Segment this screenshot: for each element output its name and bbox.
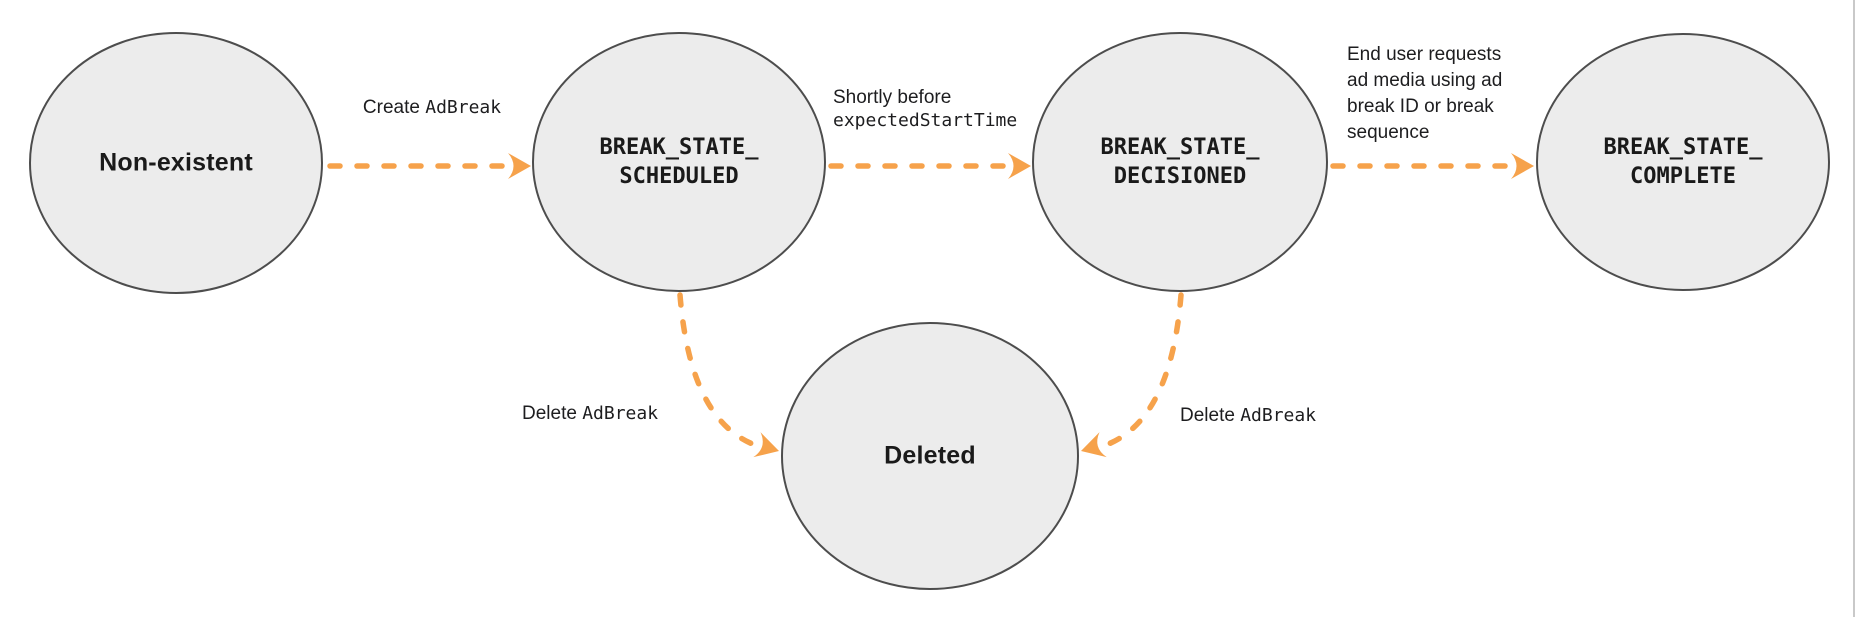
state-label-line: BREAK_STATE_ bbox=[1100, 135, 1260, 160]
state-label-non-existent: Non-existent bbox=[99, 148, 253, 177]
state-node-break-state-decisioned bbox=[1032, 32, 1328, 292]
state-node-non-existent bbox=[29, 32, 323, 294]
transition-label-code: AdBreak bbox=[1240, 405, 1317, 426]
transition-label-line: ad media using ad bbox=[1347, 70, 1503, 91]
state-label-break-state-scheduled: BREAK_STATE_ SCHEDULED bbox=[600, 133, 759, 191]
state-node-break-state-scheduled bbox=[532, 32, 826, 292]
transition-label-text: Delete bbox=[522, 403, 583, 424]
state-node-break-state-complete bbox=[1536, 33, 1830, 291]
page-right-edge-divider bbox=[1853, 0, 1855, 617]
edge-delete-right-curve bbox=[1103, 292, 1184, 448]
transition-label-shortly-before: Shortly before expectedStartTime bbox=[833, 86, 1017, 132]
transition-label-text: Create bbox=[362, 97, 426, 118]
transition-label-line: End user requests bbox=[1347, 44, 1502, 65]
transition-label-create-adbreak: Create AdBreak bbox=[363, 96, 501, 119]
state-label-break-state-complete: BREAK_STATE_ COMPLETE bbox=[1604, 133, 1763, 191]
transition-label-text: Delete bbox=[1180, 405, 1241, 426]
transition-label-code: AdBreak bbox=[582, 403, 659, 424]
edge-end-user-request-arrowhead-icon bbox=[1511, 153, 1534, 179]
state-node-deleted bbox=[781, 322, 1079, 590]
state-label-line: BREAK_STATE_ bbox=[1603, 135, 1763, 160]
transition-label-line: sequence bbox=[1347, 122, 1430, 143]
edge-shortly-before-arrowhead-icon bbox=[1008, 153, 1031, 179]
state-label-line: COMPLETE bbox=[1630, 164, 1736, 189]
transition-label-code: expectedStartTime bbox=[833, 110, 1018, 131]
edge-delete-right-arrowhead-icon bbox=[1081, 432, 1107, 458]
transition-label-delete-adbreak-right: Delete AdBreak bbox=[1180, 404, 1316, 427]
edge-delete-left-curve bbox=[677, 292, 758, 448]
edge-create-adbreak-arrowhead-icon bbox=[508, 153, 531, 179]
transition-label-line: break ID or break bbox=[1347, 96, 1494, 117]
state-label-break-state-decisioned: BREAK_STATE_ DECISIONED bbox=[1101, 133, 1260, 191]
state-label-deleted: Deleted bbox=[884, 441, 976, 470]
edge-delete-left-arrowhead-icon bbox=[753, 432, 779, 458]
transition-label-end-user-request: End user requests ad media using ad brea… bbox=[1347, 42, 1502, 146]
transition-label-text: Shortly before bbox=[833, 87, 952, 108]
state-label-line: SCHEDULED bbox=[619, 164, 739, 189]
transition-label-delete-adbreak-left: Delete AdBreak bbox=[522, 402, 658, 425]
transition-label-code: AdBreak bbox=[425, 97, 502, 118]
state-label-line: BREAK_STATE_ bbox=[599, 135, 759, 160]
state-label-line: DECISIONED bbox=[1113, 164, 1247, 189]
